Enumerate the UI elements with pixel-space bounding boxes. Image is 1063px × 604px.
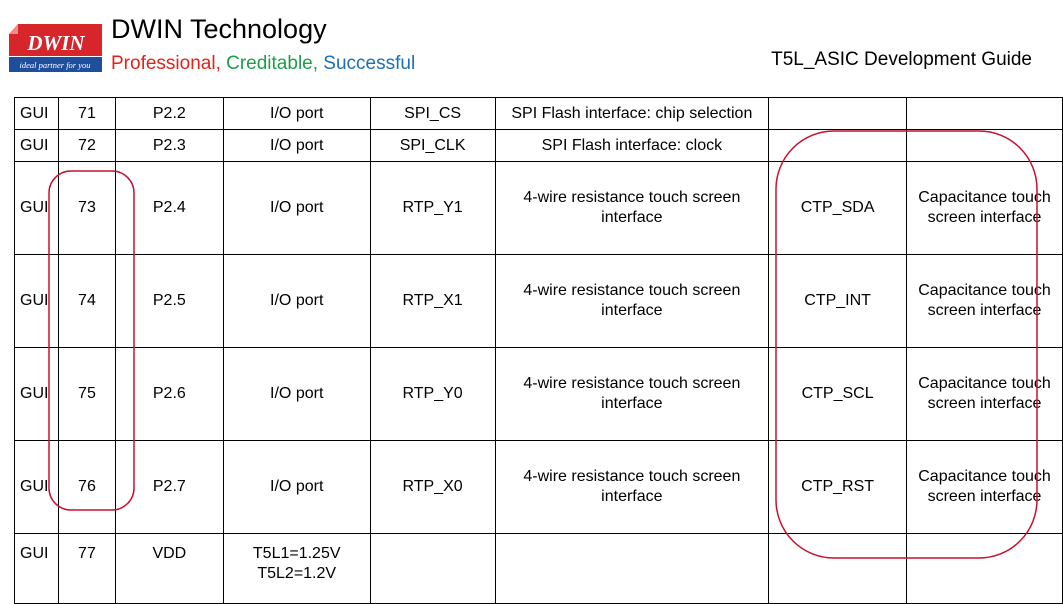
- signal-description-cell: 4-wire resistance touch screen interface: [494, 347, 770, 441]
- dwin-logo: DWIN ideal partner for you: [9, 24, 102, 72]
- pin-function-cell: I/O port: [222, 97, 371, 130]
- pin-function-cell: I/O port: [222, 254, 371, 348]
- pin-type-cell: GUI: [14, 440, 59, 534]
- alt-description-cell: Capacitance touch screen interface: [906, 347, 1063, 441]
- alt-description-cell: Capacitance touch screen interface: [906, 440, 1063, 534]
- slogan-creditable: Creditable: [226, 53, 313, 74]
- alt-description-cell: Capacitance touch screen interface: [906, 161, 1063, 255]
- document-title: T5L_ASIC Development Guide: [771, 49, 1032, 70]
- alt-description-cell: [906, 129, 1063, 162]
- pin-name-cell: P2.2: [114, 97, 224, 130]
- logo-red-banner: [9, 24, 102, 56]
- pin-number-cell: 71: [57, 97, 116, 130]
- slogan: Professional, Creditable, Successful: [111, 52, 415, 76]
- pin-name-cell: P2.5: [114, 254, 224, 348]
- signal-name-cell: SPI_CS: [369, 97, 496, 130]
- pin-function-cell: I/O port: [222, 440, 371, 534]
- alt-signal-cell: CTP_RST: [768, 440, 908, 534]
- pin-name-cell: P2.4: [114, 161, 224, 255]
- slogan-professional: Professional: [111, 53, 216, 74]
- pin-number-cell: 73: [57, 161, 116, 255]
- alt-signal-cell: CTP_SDA: [768, 161, 908, 255]
- signal-name-cell: RTP_X1: [369, 254, 496, 348]
- signal-description-cell: 4-wire resistance touch screen interface: [494, 161, 770, 255]
- pin-number-cell: 74: [57, 254, 116, 348]
- signal-name-cell: RTP_Y1: [369, 161, 496, 255]
- pin-name-cell: P2.3: [114, 129, 224, 162]
- pin-number-cell: 77: [57, 533, 116, 604]
- pin-function-cell: T5L1=1.25V T5L2=1.2V: [222, 533, 371, 604]
- pin-number-cell: 75: [57, 347, 116, 441]
- alt-description-cell: Capacitance touch screen interface: [906, 254, 1063, 348]
- signal-description-cell: SPI Flash interface: chip selection: [494, 97, 770, 130]
- signal-name-cell: SPI_CLK: [369, 129, 496, 162]
- pin-type-cell: GUI: [14, 533, 59, 604]
- signal-description-cell: [494, 533, 770, 604]
- slogan-separator: ,: [215, 53, 227, 74]
- pin-name-cell: P2.6: [114, 347, 224, 441]
- page-header: DWIN ideal partner for you DWIN Technolo…: [0, 0, 1063, 92]
- pin-function-cell: I/O port: [222, 129, 371, 162]
- alt-signal-cell: CTP_INT: [768, 254, 908, 348]
- pin-type-cell: GUI: [14, 347, 59, 441]
- alt-description-cell: [906, 97, 1063, 130]
- pin-name-cell: P2.7: [114, 440, 224, 534]
- alt-signal-cell: [768, 533, 908, 604]
- signal-description-cell: 4-wire resistance touch screen interface: [494, 254, 770, 348]
- signal-name-cell: RTP_X0: [369, 440, 496, 534]
- logo-fold: [9, 24, 18, 34]
- alt-signal-cell: [768, 97, 908, 130]
- pin-name-cell: VDD: [114, 533, 224, 604]
- pin-type-cell: GUI: [14, 97, 59, 130]
- pin-type-cell: GUI: [14, 161, 59, 255]
- pin-number-cell: 72: [57, 129, 116, 162]
- signal-name-cell: RTP_Y0: [369, 347, 496, 441]
- pin-number-cell: 76: [57, 440, 116, 534]
- alt-signal-cell: CTP_SCL: [768, 347, 908, 441]
- slogan-successful: Successful: [323, 53, 416, 74]
- logo-blue-bar: [9, 57, 102, 72]
- pin-type-cell: GUI: [14, 129, 59, 162]
- pin-function-cell: I/O port: [222, 161, 371, 255]
- pin-function-cell: I/O port: [222, 347, 371, 441]
- alt-description-cell: [906, 533, 1063, 604]
- slogan-separator: ,: [312, 53, 324, 74]
- signal-description-cell: 4-wire resistance touch screen interface: [494, 440, 770, 534]
- company-name: DWIN Technology: [111, 14, 327, 44]
- signal-name-cell: [369, 533, 496, 604]
- alt-signal-cell: [768, 129, 908, 162]
- signal-description-cell: SPI Flash interface: clock: [494, 129, 770, 162]
- pin-type-cell: GUI: [14, 254, 59, 348]
- logo-text: DWIN: [26, 31, 85, 55]
- logo-tagline: ideal partner for you: [19, 60, 90, 70]
